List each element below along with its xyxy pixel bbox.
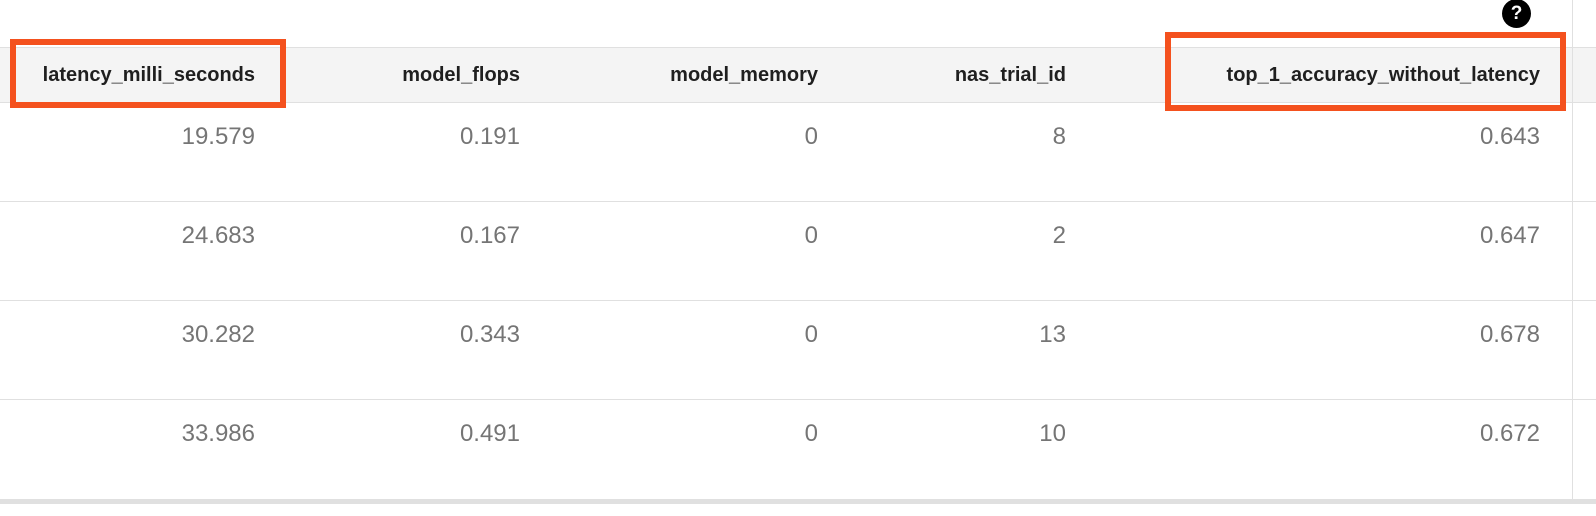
cell-model_flops: 0.191 — [459, 123, 520, 150]
column-header-nas_trial_id[interactable]: nas_trial_id — [954, 64, 1066, 86]
right-column-divider — [1572, 0, 1573, 504]
cell-model_memory: 0 — [804, 123, 818, 150]
cell-model_flops: 0.491 — [459, 420, 520, 447]
cell-top_1_accuracy_without_latency: 0.672 — [1479, 420, 1540, 447]
cell-nas_trial_id: 2 — [1052, 222, 1066, 249]
column-header-model_memory[interactable]: model_memory — [670, 64, 818, 86]
cell-top_1_accuracy_without_latency: 0.647 — [1479, 222, 1540, 249]
table-header-row: latency_milli_seconds model_flops model_me… — [0, 47, 1596, 103]
table-bottom-bar — [0, 499, 1596, 504]
cell-nas_trial_id: 10 — [1039, 420, 1066, 447]
cell-model_flops: 0.343 — [459, 321, 520, 348]
cell-top_1_accuracy_without_latency: 0.643 — [1479, 123, 1540, 150]
help-icon[interactable]: ? — [1502, 0, 1531, 28]
cell-model_memory: 0 — [804, 222, 818, 249]
column-header-latency_milli_seconds[interactable]: latency_milli_seconds — [42, 64, 255, 86]
table-row[interactable]: 33.986 0.491 0 10 0.672 — [0, 400, 1596, 499]
table-row[interactable]: 30.282 0.343 0 13 0.678 — [0, 301, 1596, 400]
cell-nas_trial_id: 13 — [1039, 321, 1066, 348]
cell-latency_milli_seconds: 24.683 — [181, 222, 255, 249]
table-top-strip: ? — [0, 0, 1596, 47]
cell-model_flops: 0.167 — [459, 222, 520, 249]
column-header-model_flops[interactable]: model_flops — [402, 64, 520, 86]
cell-model_memory: 0 — [804, 321, 818, 348]
column-header-top_1_accuracy_without_latency[interactable]: top_1_accuracy_without_latency — [1226, 64, 1540, 86]
cell-top_1_accuracy_without_latency: 0.678 — [1479, 321, 1540, 348]
cell-latency_milli_seconds: 30.282 — [181, 321, 255, 348]
cell-latency_milli_seconds: 33.986 — [181, 420, 255, 447]
table-row[interactable]: 19.579 0.191 0 8 0.643 — [0, 103, 1596, 202]
table-body: 19.579 0.191 0 8 0.643 24.683 0.167 0 2 0.647 30.2… — [0, 103, 1596, 499]
cell-nas_trial_id: 8 — [1052, 123, 1066, 150]
table-row[interactable]: 24.683 0.167 0 2 0.647 — [0, 202, 1596, 301]
cell-latency_milli_seconds: 19.579 — [181, 123, 255, 150]
cell-model_memory: 0 — [804, 420, 818, 447]
metrics-table: latency_milli_seconds model_flops model_me… — [0, 47, 1596, 499]
